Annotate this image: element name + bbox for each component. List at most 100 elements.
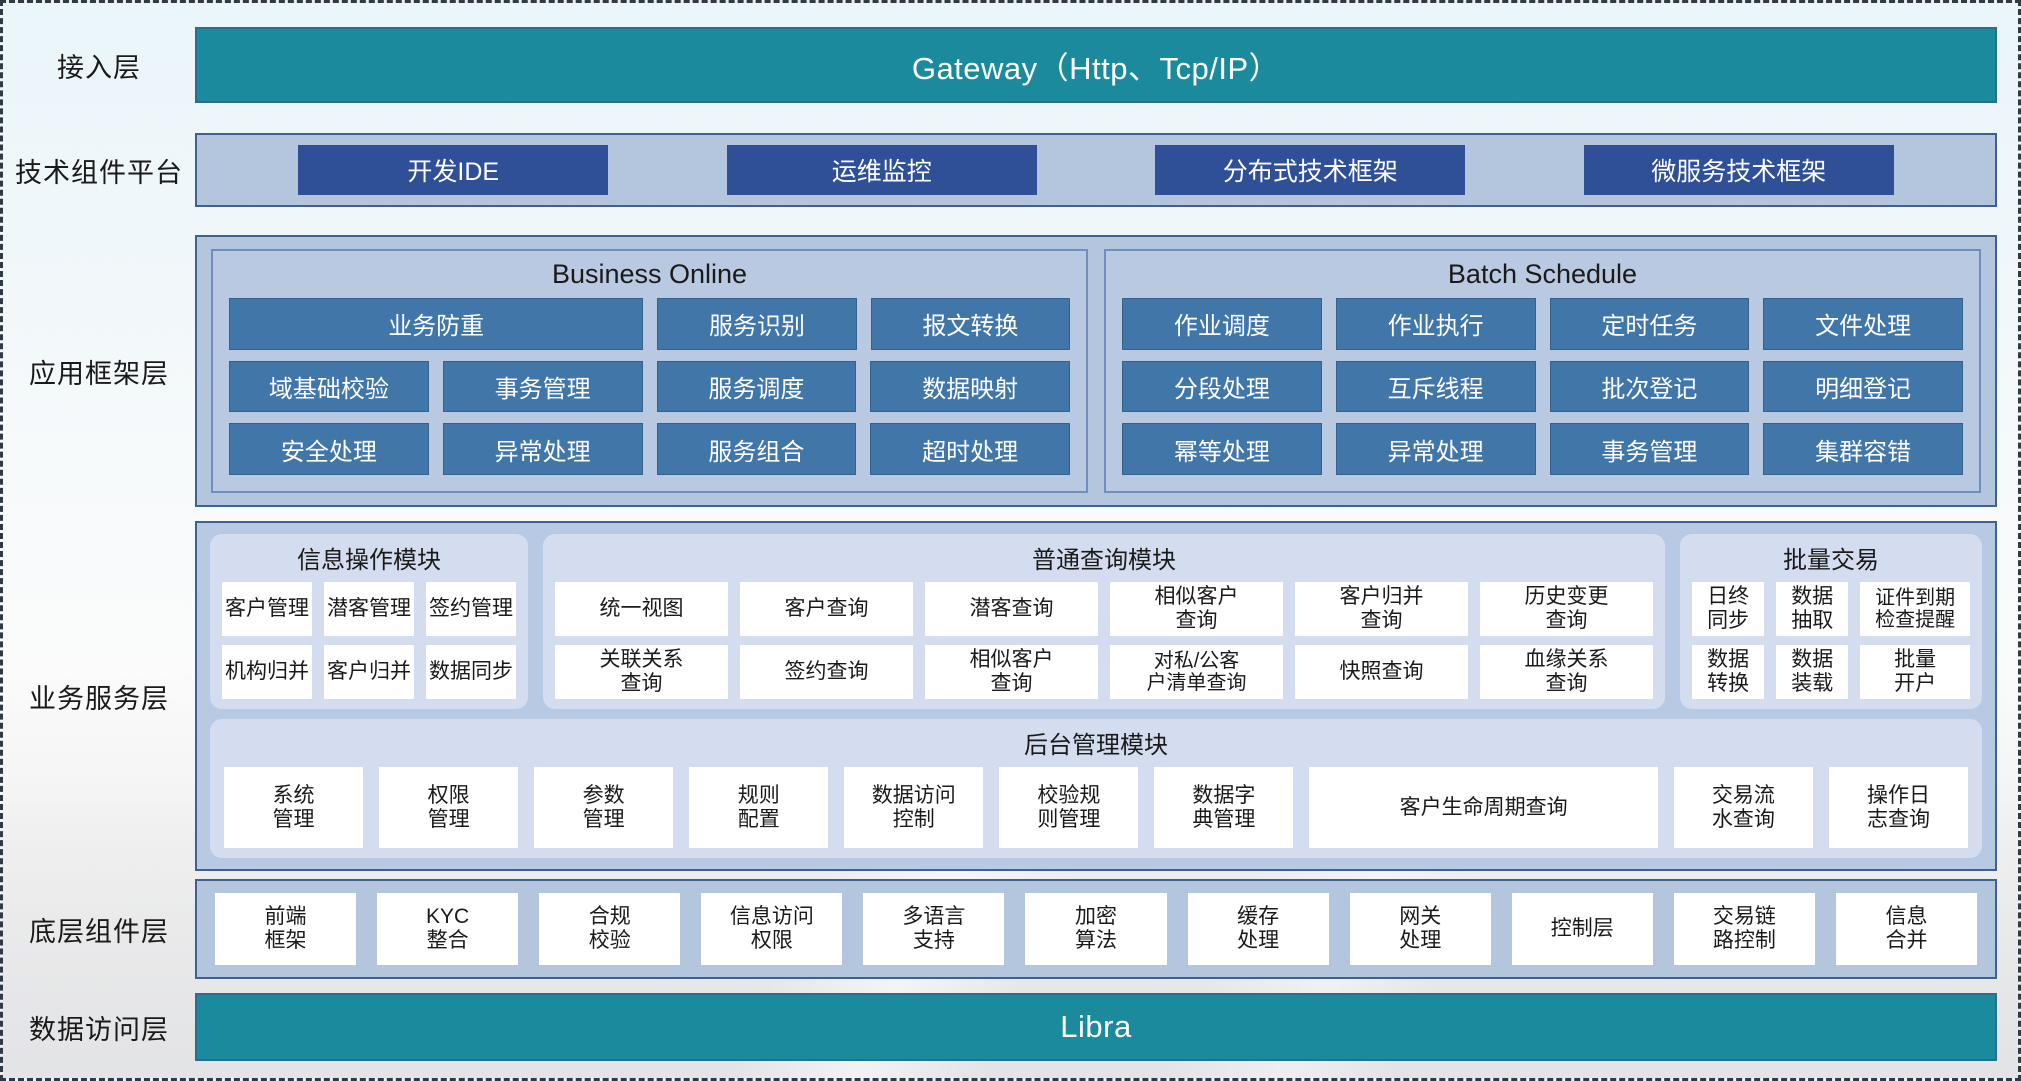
- chip-timeout-processing[interactable]: 超时处理: [870, 423, 1070, 476]
- chip-compliance-check[interactable]: 合规校验: [539, 893, 681, 965]
- chip-info-access-permission[interactable]: 信息访问权限: [701, 893, 843, 965]
- chip-segment-processing[interactable]: 分段处理: [1122, 360, 1322, 413]
- grid-row: 作业调度 作业执行 定时任务 文件处理: [1122, 298, 1963, 350]
- chip-cluster-fault-tolerance[interactable]: 集群容错: [1763, 423, 1963, 476]
- chip-data-transform[interactable]: 数据转换: [1692, 645, 1765, 699]
- chip-service-composition[interactable]: 服务组合: [656, 423, 857, 476]
- libra-bar[interactable]: Libra: [195, 993, 1997, 1061]
- layer-body-access: Gateway（Http、Tcp/IP）: [195, 27, 1997, 103]
- chip-relationship-query[interactable]: 关联关系查询: [555, 645, 728, 699]
- gateway-bar[interactable]: Gateway（Http、Tcp/IP）: [195, 27, 1997, 103]
- card-title-batch-transaction: 批量交易: [1783, 547, 1879, 574]
- chip-prospect-query[interactable]: 潜客查询: [925, 582, 1098, 636]
- layer-row-app-framework: 应用框架层 Business Online 业务防重 服务识别 报文转换 域基础…: [3, 235, 2021, 507]
- layer-row-business-service: 业务服务层 信息操作模块 客户管理 潜客管理 签约管理: [3, 521, 2021, 871]
- chip-history-change-query[interactable]: 历史变更查询: [1480, 582, 1653, 636]
- chip-customer-merge[interactable]: 客户归并: [324, 645, 414, 699]
- chip-batch-registration[interactable]: 批次登记: [1549, 360, 1750, 413]
- svc-row: 日终同步 数据抽取 证件到期检查提醒: [1692, 582, 1970, 636]
- chip-customer-query[interactable]: 客户查询: [740, 582, 913, 636]
- chip-system-management[interactable]: 系统管理: [224, 767, 364, 848]
- svc-row: 机构归并 客户归并 数据同步: [222, 645, 516, 699]
- chip-data-load[interactable]: 数据装载: [1776, 645, 1849, 699]
- chip-data-mapping[interactable]: 数据映射: [870, 360, 1070, 413]
- chip-retail-corporate-list-query[interactable]: 对私/公客户清单查询: [1110, 645, 1283, 699]
- group-title-batch-schedule: Batch Schedule: [1447, 259, 1638, 289]
- card-common-query: 普通查询模块 统一视图 客户查询 潜客查询 相似客户查询 客户归并查询 历史变更…: [543, 534, 1665, 709]
- info-operation-rows: 客户管理 潜客管理 签约管理 机构归并 客户归并 数据同步: [222, 582, 516, 699]
- chip-multilanguage-support[interactable]: 多语言支持: [863, 893, 1005, 965]
- chip-service-scheduling[interactable]: 服务调度: [656, 360, 857, 413]
- chip-exception-processing-batch[interactable]: 异常处理: [1335, 423, 1536, 476]
- chip-snapshot-query[interactable]: 快照查询: [1295, 645, 1468, 699]
- tech-chip-ops-monitor[interactable]: 运维监控: [726, 145, 1037, 195]
- tech-chip-ide[interactable]: 开发IDE: [298, 145, 609, 195]
- chip-data-sync[interactable]: 数据同步: [426, 645, 516, 699]
- tech-chip-microservice-framework[interactable]: 微服务技术框架: [1583, 145, 1894, 195]
- card-info-operation: 信息操作模块 客户管理 潜客管理 签约管理 机构归并 客户归并 数据同步: [210, 534, 528, 709]
- chip-kinship-query[interactable]: 血缘关系查询: [1480, 645, 1653, 699]
- chip-service-identify[interactable]: 服务识别: [657, 298, 857, 350]
- business-service-band: 信息操作模块 客户管理 潜客管理 签约管理 机构归并 客户归并 数据同步: [195, 521, 1997, 871]
- chip-domain-basic-validation[interactable]: 域基础校验: [229, 360, 429, 413]
- tech-platform-band: 开发IDE 运维监控 分布式技术框架 微服务技术框架: [195, 133, 1997, 207]
- card-title-info-operation: 信息操作模块: [297, 547, 441, 574]
- chip-prospect-management[interactable]: 潜客管理: [324, 582, 414, 636]
- chip-frontend-framework[interactable]: 前端框架: [215, 893, 357, 965]
- chip-batch-account-open[interactable]: 批量开户: [1860, 645, 1970, 699]
- chip-gateway-processing[interactable]: 网关处理: [1349, 893, 1491, 965]
- chip-cache-processing[interactable]: 缓存处理: [1187, 893, 1329, 965]
- chip-business-dedup[interactable]: 业务防重: [229, 298, 644, 350]
- chip-info-merge[interactable]: 信息合并: [1835, 893, 1978, 965]
- chip-transaction-management-batch[interactable]: 事务管理: [1549, 423, 1750, 476]
- chip-detail-registration[interactable]: 明细登记: [1763, 360, 1963, 413]
- chip-transaction-flow-query[interactable]: 交易流水查询: [1673, 767, 1813, 848]
- chip-encryption-algorithm[interactable]: 加密算法: [1025, 893, 1167, 965]
- chip-data-extract[interactable]: 数据抽取: [1776, 582, 1849, 636]
- layer-label-tech-platform: 技术组件平台: [15, 157, 183, 188]
- batch-transaction-rows: 日终同步 数据抽取 证件到期检查提醒 数据转换 数据装载 批量开户: [1692, 582, 1970, 699]
- chip-job-execution[interactable]: 作业执行: [1335, 298, 1536, 350]
- chip-data-dictionary-management[interactable]: 数据字典管理: [1154, 767, 1294, 848]
- chip-contract-management[interactable]: 签约管理: [426, 582, 516, 636]
- chip-eod-sync[interactable]: 日终同步: [1692, 582, 1765, 636]
- chip-similar-customer-query-2[interactable]: 相似客户查询: [925, 645, 1098, 699]
- chip-customer-lifecycle-query[interactable]: 客户生命周期查询: [1309, 767, 1658, 848]
- chip-idempotent-processing[interactable]: 幂等处理: [1122, 423, 1322, 476]
- chip-file-processing[interactable]: 文件处理: [1763, 298, 1963, 350]
- svc-row: 统一视图 客户查询 潜客查询 相似客户查询 客户归并查询 历史变更查询: [555, 582, 1653, 636]
- chip-unified-view[interactable]: 统一视图: [555, 582, 728, 636]
- layer-label-data-access: 数据访问层: [29, 1014, 169, 1045]
- chip-org-merge[interactable]: 机构归并: [222, 645, 312, 699]
- chip-control-layer[interactable]: 控制层: [1511, 893, 1653, 965]
- chip-customer-merge-query[interactable]: 客户归并查询: [1295, 582, 1468, 636]
- chip-scheduled-task[interactable]: 定时任务: [1549, 298, 1750, 350]
- chip-validation-rule-management[interactable]: 校验规则管理: [999, 767, 1139, 848]
- chip-rule-configuration[interactable]: 规则配置: [689, 767, 829, 848]
- gateway-title: Gateway（Http、Tcp/IP）: [911, 50, 1281, 86]
- chip-parameter-management[interactable]: 参数管理: [534, 767, 674, 848]
- chip-data-access-control[interactable]: 数据访问控制: [844, 767, 984, 848]
- chip-mutex-thread[interactable]: 互斥线程: [1335, 360, 1536, 413]
- chip-similar-customer-query[interactable]: 相似客户查询: [1110, 582, 1283, 636]
- grid-row: 幂等处理 异常处理 事务管理 集群容错: [1122, 423, 1963, 476]
- chip-message-transform[interactable]: 报文转换: [870, 298, 1070, 350]
- svc-row: 数据转换 数据装载 批量开户: [1692, 645, 1970, 699]
- app-framework-band: Business Online 业务防重 服务识别 报文转换 域基础校验 事务管…: [195, 235, 1997, 507]
- chip-operation-log-query[interactable]: 操作日志查询: [1828, 767, 1968, 848]
- chip-transaction-link-control[interactable]: 交易链路控制: [1673, 893, 1815, 965]
- chip-job-scheduling[interactable]: 作业调度: [1122, 298, 1322, 350]
- layer-label-app-framework: 应用框架层: [29, 358, 169, 389]
- chip-security-processing[interactable]: 安全处理: [229, 423, 429, 476]
- chip-contract-query[interactable]: 签约查询: [740, 645, 913, 699]
- layer-body-business-service: 信息操作模块 客户管理 潜客管理 签约管理 机构归并 客户归并 数据同步: [195, 521, 1997, 871]
- chip-customer-management[interactable]: 客户管理: [222, 582, 312, 636]
- chip-document-expiry-reminder[interactable]: 证件到期检查提醒: [1860, 582, 1970, 636]
- card-batch-transaction: 批量交易 日终同步 数据抽取 证件到期检查提醒 数据转换 数据装载 批量开户: [1680, 534, 1982, 709]
- chip-transaction-management[interactable]: 事务管理: [442, 360, 643, 413]
- chip-permission-management[interactable]: 权限管理: [379, 767, 519, 848]
- tech-chip-distributed-framework[interactable]: 分布式技术框架: [1155, 145, 1466, 195]
- chip-exception-processing[interactable]: 异常处理: [442, 423, 643, 476]
